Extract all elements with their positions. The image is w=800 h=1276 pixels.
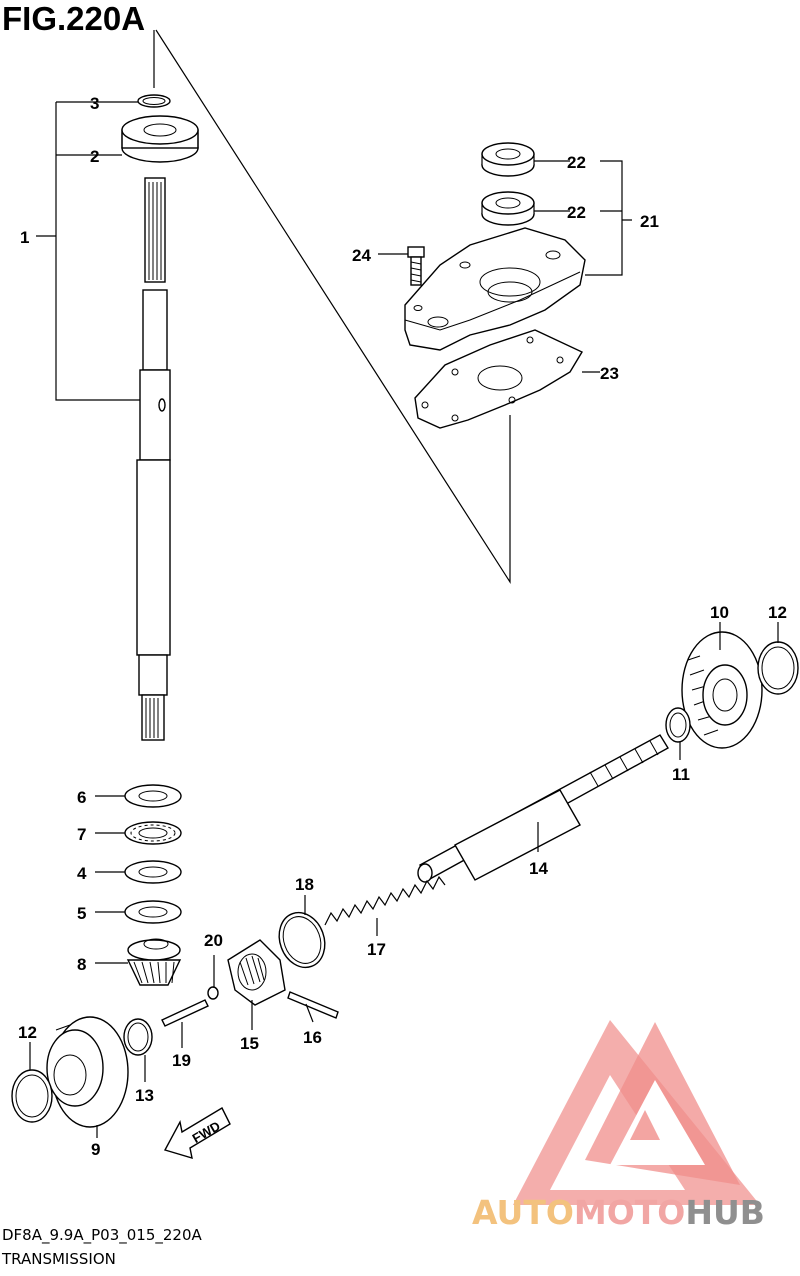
callout-18: 18 xyxy=(295,875,314,894)
push-rod xyxy=(161,999,209,1027)
reverse-gear-shim xyxy=(757,641,799,695)
callout-1: 1 xyxy=(20,228,29,247)
drawing-code: DF8A_9.9A_P03_015_220A xyxy=(2,1226,202,1244)
clutch-dog xyxy=(227,939,286,1006)
callout-7: 7 xyxy=(77,825,86,844)
callout-21: 21 xyxy=(640,212,659,231)
reverse-gear xyxy=(681,631,763,749)
watermark-auto: AUTO xyxy=(472,1193,574,1232)
fwd-direction-arrow: FWD xyxy=(163,1107,231,1160)
bolt xyxy=(407,246,425,286)
oil-seal-upper xyxy=(481,142,535,177)
callout-6: 6 xyxy=(77,788,86,807)
callout-22b: 22 xyxy=(567,203,586,222)
callout-20: 20 xyxy=(204,931,223,950)
callout-9: 9 xyxy=(91,1140,100,1159)
circlip xyxy=(137,94,171,108)
callout-labels: 1 2 3 4 5 6 7 8 9 10 11 12 12 13 14 15 1… xyxy=(18,94,787,1159)
callout-23: 23 xyxy=(600,364,619,383)
shim-washer xyxy=(124,784,182,808)
forward-gear-washer xyxy=(123,1018,153,1056)
callout-2: 2 xyxy=(90,147,99,166)
callout-8: 8 xyxy=(77,955,86,974)
callout-12b: 12 xyxy=(18,1023,37,1042)
watermark-moto: MOTO xyxy=(573,1193,686,1232)
pump-case xyxy=(404,227,586,351)
callout-19: 19 xyxy=(172,1051,191,1070)
thrust-washer xyxy=(124,860,182,884)
drive-shaft xyxy=(136,177,171,741)
pinion-shim xyxy=(124,900,182,924)
leader-lines xyxy=(29,30,779,1138)
callout-16: 16 xyxy=(303,1028,322,1047)
callout-12a: 12 xyxy=(768,603,787,622)
oil-seal-lower xyxy=(481,191,535,226)
section-name: TRANSMISSION xyxy=(2,1250,116,1268)
callout-3: 3 xyxy=(90,94,99,113)
forward-gear xyxy=(46,1016,129,1128)
gasket xyxy=(414,329,583,429)
spring-ring xyxy=(278,911,326,969)
clutch-pin xyxy=(287,991,339,1019)
callout-22a: 22 xyxy=(567,153,586,172)
watermark-hub: HUB xyxy=(685,1193,765,1232)
forward-gear-shim xyxy=(11,1069,53,1123)
shift-ball xyxy=(207,986,219,1000)
callout-4: 4 xyxy=(77,864,87,883)
callout-17: 17 xyxy=(367,940,386,959)
callout-14: 14 xyxy=(529,859,548,878)
callout-15: 15 xyxy=(240,1034,259,1053)
pinion-gear xyxy=(126,938,182,986)
shift-spring xyxy=(324,875,446,926)
figure-title: FIG.220A xyxy=(2,0,146,37)
thrust-bearing xyxy=(124,821,182,845)
propeller-shaft xyxy=(417,734,669,883)
callout-5: 5 xyxy=(77,904,86,923)
callout-13: 13 xyxy=(135,1086,154,1105)
callout-10: 10 xyxy=(710,603,729,622)
reverse-gear-washer xyxy=(665,707,691,743)
callout-24: 24 xyxy=(352,246,371,265)
watermark-logo xyxy=(513,1020,760,1205)
watermark-text: AUTOMOTOHUB xyxy=(472,1193,765,1232)
drive-shaft-bearing xyxy=(121,115,199,163)
callout-11: 11 xyxy=(672,765,690,784)
